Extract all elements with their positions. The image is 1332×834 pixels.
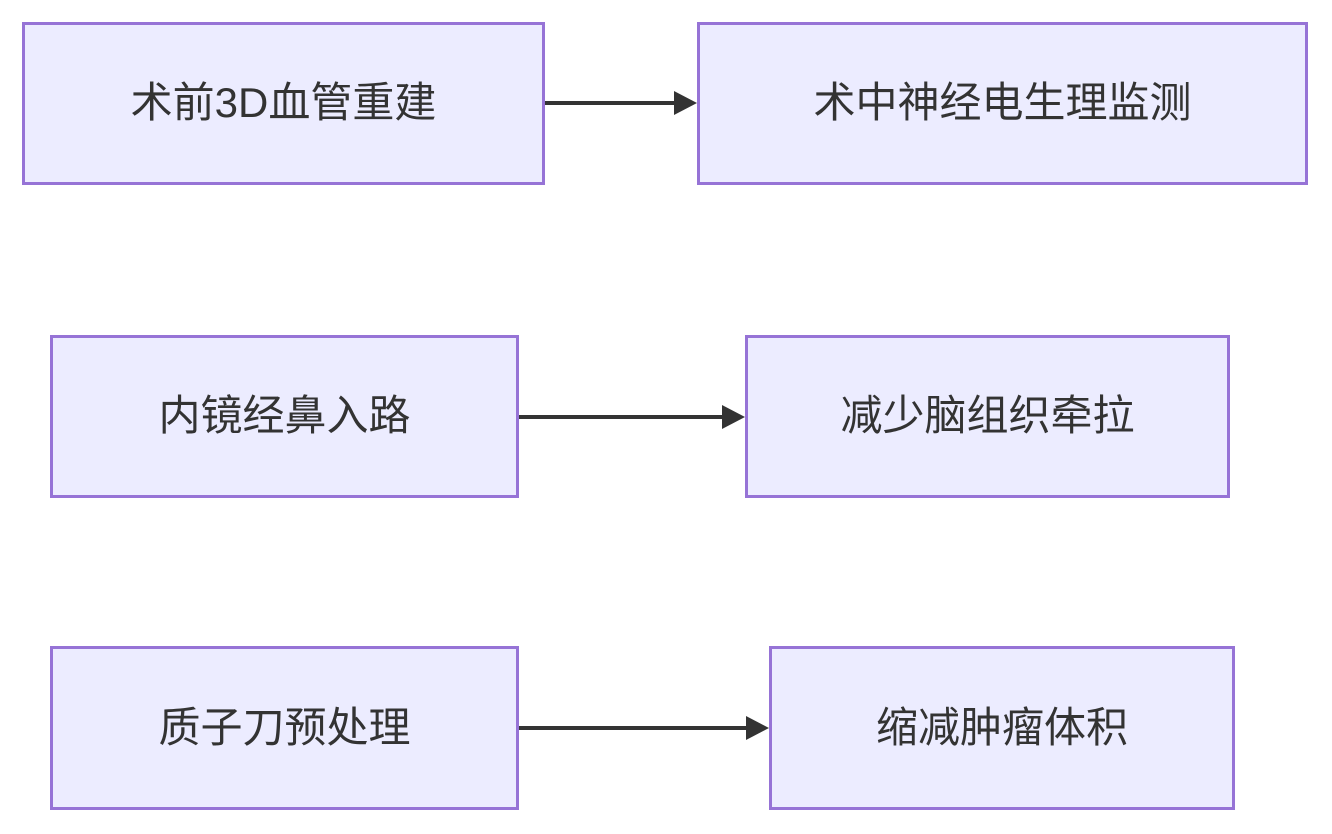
node-label: 缩减肿瘤体积 [875,703,1128,751]
node-reduce-brain-tissue-retraction: 减少脑组织牵拉 [745,335,1230,498]
node-endoscopic-transnasal-approach: 内镜经鼻入路 [50,335,519,498]
node-label: 术前3D血管重建 [130,79,437,127]
node-label: 术中神经电生理监测 [813,79,1192,127]
edge-arrow-c-to-d [519,405,745,429]
arrow-shaft [519,726,746,730]
node-label: 内镜经鼻入路 [158,392,411,440]
node-label: 减少脑组织牵拉 [840,392,1135,440]
node-reduce-tumor-volume: 缩减肿瘤体积 [769,646,1235,810]
arrow-shaft [519,415,722,419]
node-intraop-neurophysiological-monitoring: 术中神经电生理监测 [697,22,1308,185]
node-preop-3d-vascular-reconstruction: 术前3D血管重建 [22,22,545,185]
node-label: 质子刀预处理 [158,703,411,751]
edge-arrow-e-to-f [519,716,769,740]
arrow-shaft [545,101,674,105]
arrowhead-right-icon [722,405,745,429]
arrowhead-right-icon [746,716,769,740]
node-proton-knife-pretreatment: 质子刀预处理 [50,646,519,810]
arrowhead-right-icon [674,91,697,115]
edge-arrow-a-to-b [545,91,697,115]
